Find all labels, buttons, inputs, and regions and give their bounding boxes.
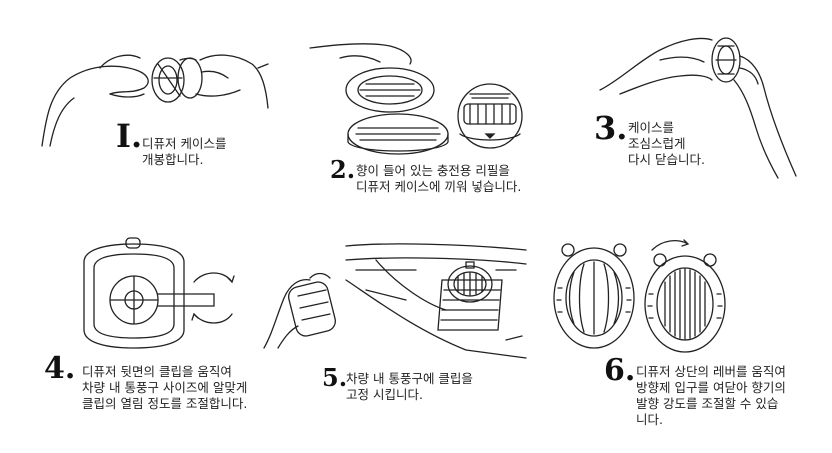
step-1-text: 디퓨저 케이스를 개봉합니다. xyxy=(142,136,226,168)
step-1-line-2: 개봉합니다. xyxy=(142,152,204,167)
step-5-line-2: 고정 시킵니다. xyxy=(346,387,423,402)
step-5-line-1: 차량 내 통풍구에 클립을 xyxy=(346,371,473,386)
step-6-number: 6. xyxy=(604,353,636,388)
refill-insert-illustration xyxy=(310,38,530,158)
step-3-line-3: 다시 닫습니다. xyxy=(628,152,705,167)
step-2-text: 향이 들어 있는 충전용 리필을 디퓨저 케이스에 끼워 넣습니다. xyxy=(356,163,521,195)
step-1-number: I. xyxy=(116,117,143,155)
step-5-text: 차량 내 통풍구에 클립을 고정 시킵니다. xyxy=(346,371,473,403)
hands-opening-case-illustration xyxy=(40,38,270,148)
step-6-text: 디퓨저 상단의 레버를 움직여 방향제 입구를 여닫아 향기의 발향 강도를 조… xyxy=(636,364,786,428)
step-1-line-1: 디퓨저 케이스를 xyxy=(142,136,227,151)
step-5-number: 5. xyxy=(322,363,348,392)
step-6-line-2: 방향제 입구를 여닫아 향기의 xyxy=(636,380,786,395)
step-4-line-3: 클립의 열림 정도를 조절합니다. xyxy=(82,396,248,411)
hands-closing-case-illustration xyxy=(600,20,800,180)
vent-mount-illustration xyxy=(346,240,528,362)
step-4-number: 4. xyxy=(44,351,76,386)
step-4-text: 디퓨저 뒷면의 클립을 움직여 차량 내 통풍구 사이즈에 알맞게 클립의 열림… xyxy=(82,364,247,412)
step-6-line-3: 발향 강도를 조절할 수 있습 xyxy=(636,396,779,411)
lever-adjust-illustration xyxy=(548,232,748,356)
step-3-number: 3. xyxy=(594,109,628,147)
step-3-line-1: 케이스를 xyxy=(628,120,675,135)
step-6-line-1: 디퓨저 상단의 레버를 움직여 xyxy=(636,364,786,379)
step-2-number: 2. xyxy=(330,155,356,184)
step-3-line-2: 조심스럽게 xyxy=(628,136,686,151)
clip-adjust-illustration xyxy=(64,238,364,350)
step-4-line-1: 디퓨저 뒷면의 클립을 움직여 xyxy=(82,364,232,379)
step-3-text: 케이스를 조심스럽게 다시 닫습니다. xyxy=(628,120,705,168)
step-4-line-2: 차량 내 통풍구 사이즈에 알맞게 xyxy=(82,380,248,395)
step-6-line-4: 니다. xyxy=(636,412,663,427)
step-2-line-2: 디퓨저 케이스에 끼워 넣습니다. xyxy=(356,179,522,194)
step-2-line-1: 향이 들어 있는 충전용 리필을 xyxy=(356,163,510,178)
